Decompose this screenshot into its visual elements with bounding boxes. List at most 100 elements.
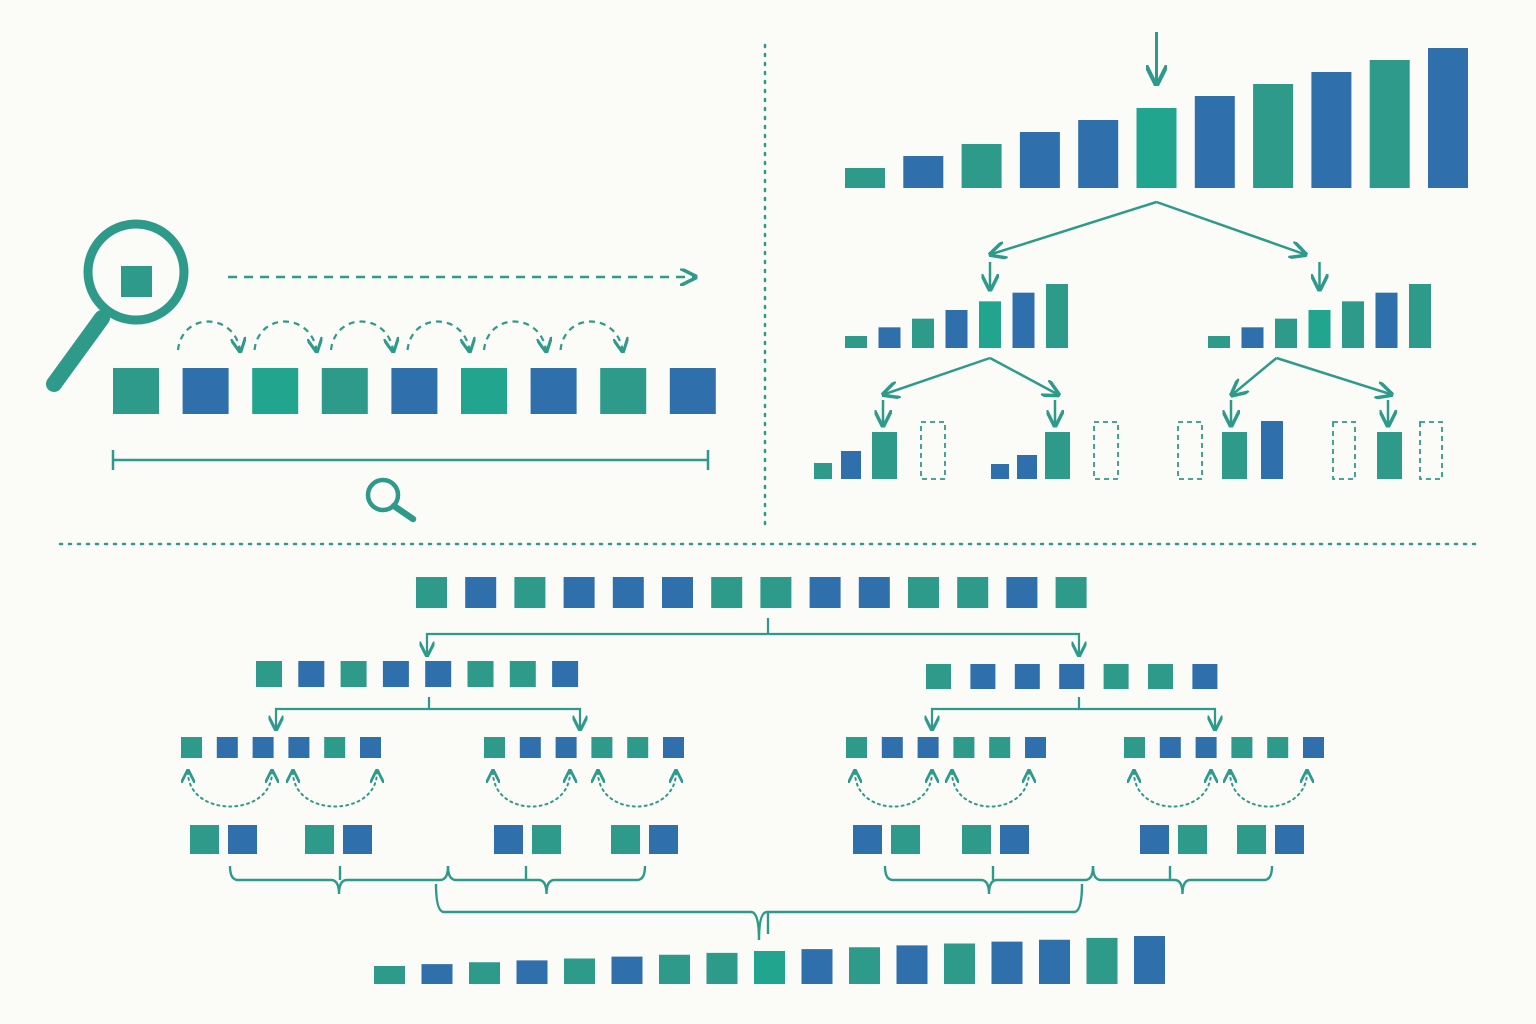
cell [957,577,989,608]
bar [1253,84,1294,188]
connector-branch [427,632,1079,654]
merge-arc [952,772,1029,808]
cell [1059,664,1085,689]
cell [494,825,523,854]
bar [961,144,1002,188]
cell [425,661,452,687]
discarded-slot [1419,421,1443,480]
cell [256,661,282,687]
bar [1311,72,1352,188]
sub-bar [979,301,1001,348]
linear-sequence [113,368,716,414]
cell [509,661,536,687]
cell [563,577,595,608]
bar [903,156,944,188]
discarded-slot [1332,421,1356,480]
cell [627,737,649,758]
cell [1124,737,1145,758]
cell [1231,737,1253,758]
sequence-cell [530,368,577,414]
sorted-bar [944,943,975,984]
merge-arc [1230,772,1307,808]
cell [1275,825,1304,854]
hop-arrow [406,320,470,351]
sequence-cell [391,368,438,414]
cell [360,737,381,758]
cell [1140,825,1169,854]
cell [1014,664,1040,689]
cell [926,664,951,689]
cell [465,577,497,608]
cell [917,737,939,758]
cell [962,825,991,854]
bar [1369,60,1410,188]
leaf-bar [872,432,897,479]
sub-bar [1046,284,1068,348]
bar [1194,96,1235,188]
cell [416,577,447,608]
cell [612,577,644,608]
cell [760,577,792,608]
cell [181,737,202,758]
cell [1267,737,1289,758]
cell [649,825,678,854]
brace-ticks [338,866,1172,880]
discarded-slot [1093,421,1119,480]
sequence-cell [182,368,229,414]
cell [519,737,541,758]
cell [1303,737,1324,758]
cell [467,661,494,687]
cell [228,825,257,854]
cell [1055,577,1087,608]
cell [298,661,325,687]
cell [1178,825,1207,854]
cell [663,737,684,758]
sorted-bar [754,951,785,984]
hop-arrow [176,320,240,351]
sequence-cell [461,368,507,414]
cell [591,737,613,758]
sub-bar [1409,284,1431,348]
cell [1192,664,1218,689]
sorted-bar [849,947,880,984]
bar [1428,48,1468,188]
split-arrow [989,356,1057,394]
sorted-bar [516,960,548,984]
cell [1237,825,1266,854]
cell [853,825,882,854]
cell [484,737,505,758]
cell [881,737,903,758]
cell [514,577,546,608]
sub-bar [1308,310,1331,348]
sub-bar [912,318,934,348]
merge-brace [434,883,1084,941]
binary-search-panel [814,32,1468,480]
merge-arc [188,772,272,808]
merge-brace [228,865,450,895]
hop-arrows [176,320,623,351]
cell [216,737,238,758]
connector-branch [276,707,580,728]
sorted-bar [659,954,690,984]
bar [1078,120,1119,188]
sequence-cell [669,368,716,414]
cell [1159,737,1181,758]
sub-bar [1275,318,1297,348]
sorted-bar [374,966,405,984]
leaf-bar [1222,432,1247,479]
sub-bar [878,327,901,348]
cell [1195,737,1217,758]
sorted-bar [1134,936,1165,984]
merge-arc [598,772,676,808]
cell [858,577,890,608]
cell [1103,664,1129,689]
sequence-cell [600,368,647,414]
sorted-bar [706,952,738,984]
small-magnifier-icon [365,477,417,523]
cell [382,661,409,687]
linear-search-panel [46,219,716,523]
hop-arrow [329,320,393,351]
sorted-bar [991,941,1023,984]
merge-arc [1134,772,1211,808]
sorted-bar [896,945,928,984]
